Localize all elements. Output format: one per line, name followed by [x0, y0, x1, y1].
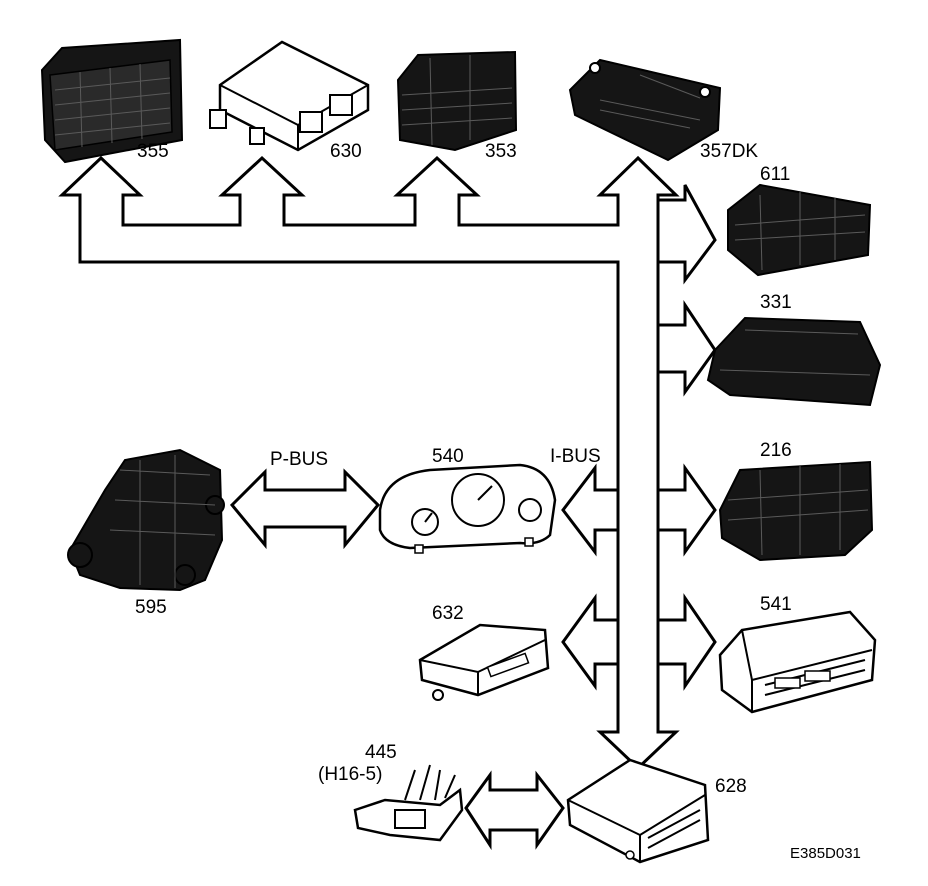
i-bus-network	[58, 155, 717, 771]
p-bus-arrow	[229, 468, 381, 550]
label-p-bus: P-BUS	[270, 449, 328, 470]
module-611	[727, 183, 872, 277]
label-445-sub: (H16-5)	[318, 764, 382, 785]
arrow-to-540	[561, 463, 620, 557]
label-595: 595	[135, 597, 167, 618]
arrow-to-331	[656, 300, 717, 397]
label-331: 331	[760, 292, 792, 313]
module-216	[718, 460, 874, 562]
arrow-to-611	[656, 184, 717, 285]
module-632	[418, 623, 550, 701]
label-i-bus: I-BUS	[550, 446, 601, 467]
label-357dk: 357DK	[700, 141, 758, 162]
label-353: 353	[485, 141, 517, 162]
label-355: 355	[137, 141, 169, 162]
module-353	[396, 50, 518, 152]
arrow-to-541	[656, 593, 717, 691]
module-355	[40, 38, 184, 164]
label-541: 541	[760, 594, 792, 615]
label-628: 628	[715, 776, 747, 797]
module-628	[566, 758, 710, 864]
connector-445	[353, 764, 464, 842]
module-630	[209, 40, 370, 152]
diagnostic-arrow	[464, 770, 565, 851]
label-611: 611	[760, 164, 790, 185]
arrow-to-632	[561, 593, 620, 691]
engine-595	[67, 448, 225, 592]
label-445: 445	[365, 742, 397, 763]
module-541	[718, 610, 877, 714]
i-bus-main-arrow	[58, 155, 680, 771]
label-630: 630	[330, 141, 362, 162]
figure-code: E385D031	[790, 845, 861, 862]
label-632: 632	[432, 603, 464, 624]
label-216: 216	[760, 440, 792, 461]
module-331	[706, 316, 882, 407]
label-540: 540	[432, 446, 464, 467]
module-357dk	[568, 58, 722, 162]
arrow-to-216	[656, 463, 717, 557]
instrument-cluster-540	[378, 463, 557, 554]
